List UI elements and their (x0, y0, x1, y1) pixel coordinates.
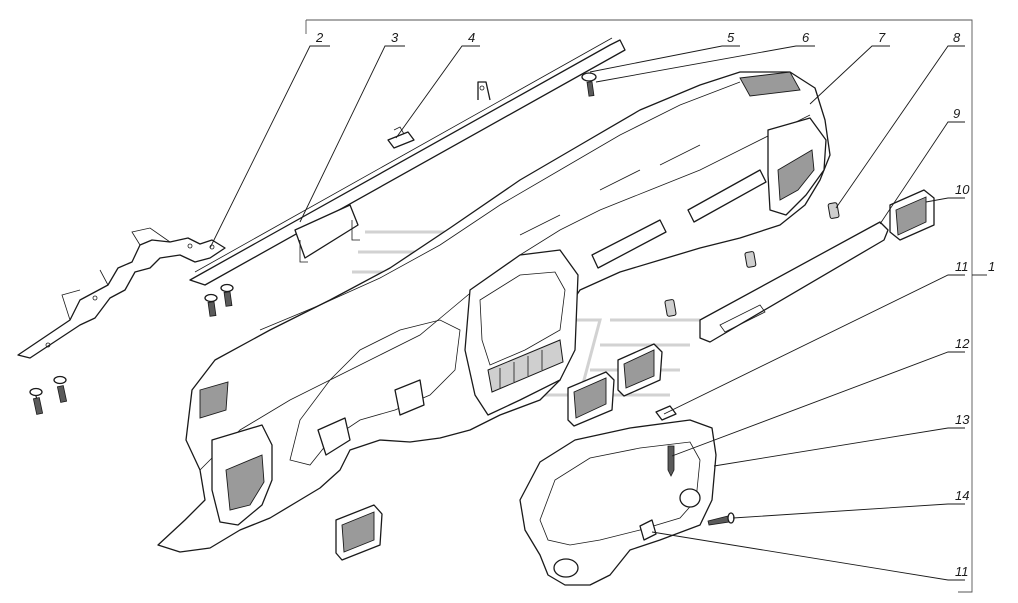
part-12-screw (667, 445, 675, 477)
assembly-frame (306, 19, 973, 593)
lower-left-vent (335, 504, 383, 561)
callout-9: 9 (953, 106, 960, 121)
callout-5: 5 (727, 30, 735, 45)
callout-10: 10 (955, 182, 970, 197)
center-vent-1 (567, 371, 615, 427)
part-2-left-bracket (17, 227, 226, 359)
callout-3: 3 (391, 30, 399, 45)
part-4-clip (387, 126, 415, 149)
callout-11-lower: 11 (955, 564, 969, 579)
part-9-trim-strip (699, 221, 889, 343)
part-7-dashboard-panel (157, 71, 831, 553)
callout-1: 1 (988, 259, 995, 274)
part-11-clip-lower (639, 519, 657, 541)
center-vent-2 (617, 343, 663, 397)
callout-12: 12 (955, 336, 970, 351)
plug-mid-1 (744, 251, 757, 268)
callout-11-upper: 11 (955, 259, 969, 274)
part-14-screw (707, 512, 735, 526)
part-5-6-washer-screw (581, 72, 597, 97)
callout-4: 4 (468, 30, 475, 45)
callout-13: 13 (955, 412, 970, 427)
bolt-left-1 (29, 387, 44, 415)
part-10-right-vent (889, 189, 935, 241)
part-13-cluster-bezel (519, 419, 717, 586)
part-3-rail-bracket (189, 37, 626, 286)
bolt-3-2 (220, 283, 234, 307)
bolt-left-2 (53, 375, 68, 403)
callout-6: 6 (802, 30, 810, 45)
callout-labels: 2 3 4 5 6 7 8 9 10 11 1 12 13 14 11 (315, 30, 995, 579)
callout-14: 14 (955, 488, 969, 503)
plug-mid-2 (664, 299, 677, 317)
bolt-3-1 (204, 293, 218, 317)
leader-lines (209, 45, 987, 581)
callout-2: 2 (315, 30, 324, 45)
callout-7: 7 (878, 30, 886, 45)
part-8-plug (827, 202, 840, 219)
callout-8: 8 (953, 30, 961, 45)
